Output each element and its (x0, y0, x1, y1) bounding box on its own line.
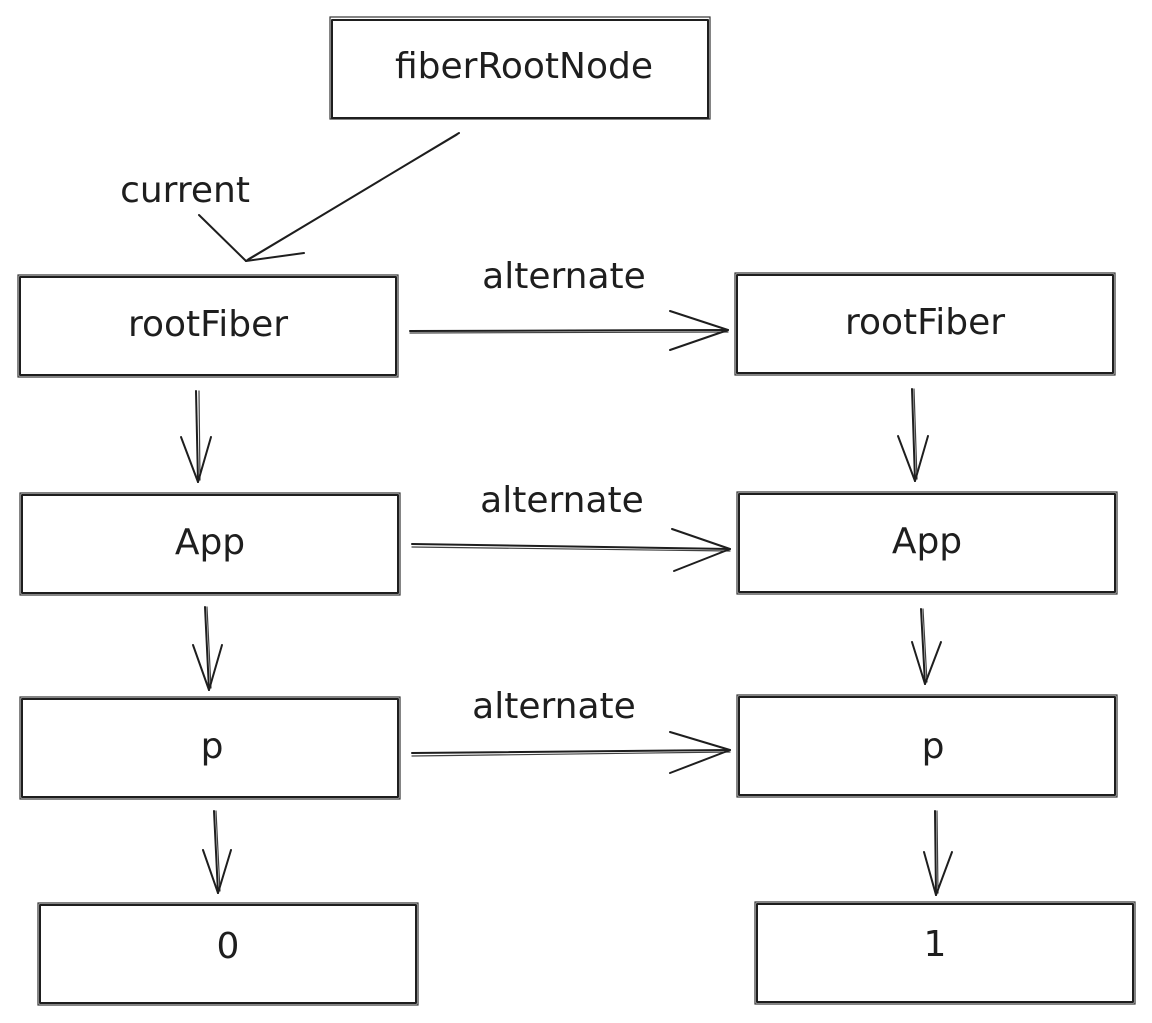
node-left-text: 0 (37, 902, 419, 1006)
node-left-p: p (19, 696, 401, 800)
edge-alternate-p: alternate (411, 686, 731, 774)
node-right-text: 1 (754, 901, 1136, 1005)
edge-label-alternate-app: alternate (480, 480, 644, 521)
edge-current: current (120, 132, 460, 262)
edge-alternate-root: alternate (409, 256, 729, 351)
node-label-right-p: p (922, 726, 945, 767)
edge-alternate-app: alternate (411, 480, 731, 572)
node-label-left-text: 0 (217, 926, 240, 967)
node-label-left-p: p (201, 726, 224, 767)
edge-left-child-1 (180, 390, 212, 483)
edge-label-current: current (120, 170, 250, 211)
edge-label-alternate-root: alternate (482, 256, 646, 297)
edge-right-child-2 (911, 608, 942, 685)
node-label-right-root-fiber: rootFiber (845, 302, 1005, 343)
edge-left-child-3 (202, 810, 232, 894)
node-right-app: App (736, 491, 1118, 595)
edge-label-alternate-p: alternate (472, 686, 636, 727)
node-left-root-fiber: rootFiber (17, 274, 399, 378)
node-left-app: App (19, 492, 401, 596)
node-label-right-text: 1 (924, 924, 947, 965)
node-right-p: p (736, 694, 1118, 798)
node-fiber-root-node: fiberRootNode (329, 16, 711, 120)
node-label-fiber-root-node: fiberRootNode (395, 46, 653, 87)
edge-right-child-1 (897, 388, 929, 482)
node-label-right-app: App (892, 521, 962, 562)
node-right-root-fiber: rootFiber (734, 272, 1116, 376)
edge-left-child-2 (192, 606, 223, 691)
node-label-left-root-fiber: rootFiber (128, 304, 288, 345)
edge-right-child-3 (923, 810, 953, 896)
node-label-left-app: App (175, 522, 245, 563)
